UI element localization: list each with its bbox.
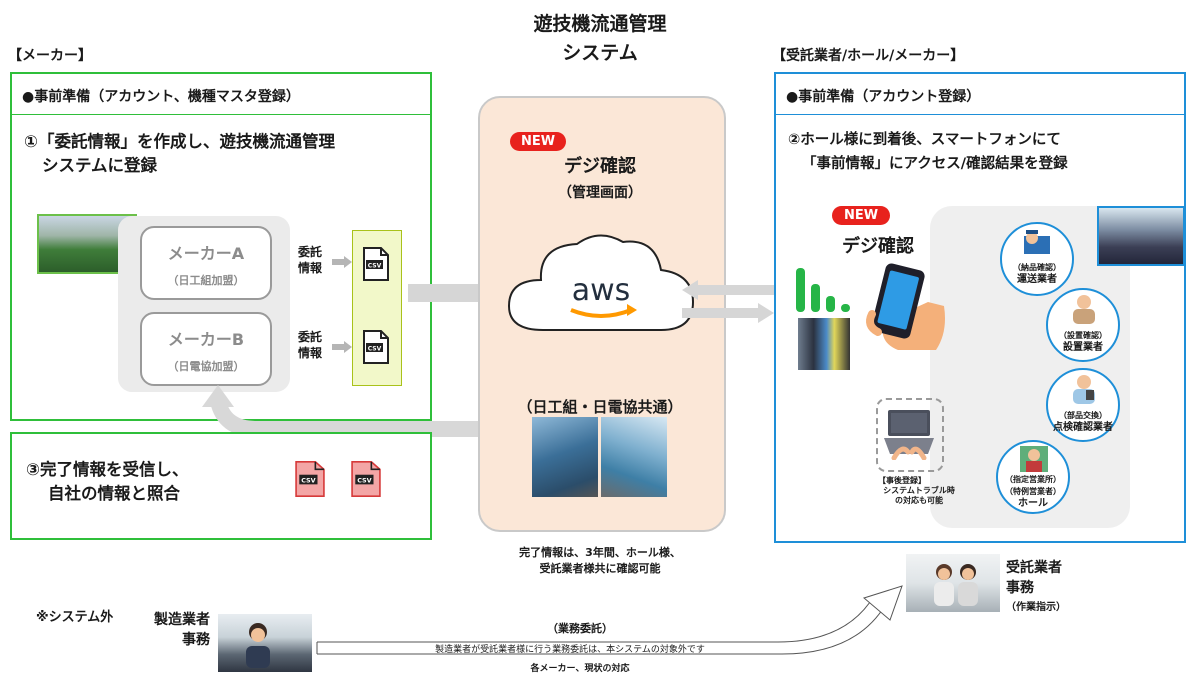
installer-worker-icon xyxy=(1073,295,1095,324)
contractor-office-line3: （作業指示） xyxy=(1006,602,1066,613)
itaku-a-line1: 委託 xyxy=(298,245,323,259)
role-carrier-name: 運送業者 xyxy=(1017,274,1057,285)
smartphone-icon[interactable] xyxy=(864,262,950,352)
contractor-divider xyxy=(776,114,1184,115)
csv-result-icon[interactable]: CSV xyxy=(295,460,325,498)
contractor-office-worker-icon xyxy=(934,564,978,606)
role-hall-sub1: （指定営業所） xyxy=(1005,475,1061,484)
hq-building-photo xyxy=(601,417,667,497)
step1-text: ①「委託情報」を作成し、遊技機流通管理 システムに登録 xyxy=(24,130,335,178)
return-arrow-icon xyxy=(202,385,496,437)
new-badge: NEW xyxy=(832,206,890,225)
role-carrier[interactable]: （納品確認） 運送業者 xyxy=(1000,222,1074,296)
role-hall-sub2: （特例営業者） xyxy=(1005,487,1061,496)
center-note-line2: 受託業者様共に確認可能 xyxy=(539,562,661,575)
maker-a-label: メーカーA xyxy=(167,244,245,263)
pachinko-machine-photo xyxy=(798,318,850,370)
upload-right-arrow-icon xyxy=(682,303,774,323)
role-hall-name: ホール xyxy=(1018,498,1048,509)
hall-photo xyxy=(1097,206,1185,266)
center-note: 完了情報は、3年間、ホール様、 受託業者様共に確認可能 xyxy=(470,545,730,577)
step1-line1: ①「委託情報」を作成し、遊技機流通管理 xyxy=(24,132,335,151)
maker-a-sub: （日工組加盟） xyxy=(167,274,245,287)
svg-text:CSV: CSV xyxy=(368,263,382,270)
new-badge: NEW xyxy=(510,132,566,151)
system-title-line2: システム xyxy=(562,42,638,64)
after-line3: の対応も可能 xyxy=(895,496,943,505)
aws-text: aws xyxy=(572,273,631,308)
maker-b-card[interactable]: メーカーB （日電協加盟） xyxy=(140,312,272,386)
after-registration-text: 【事後登録】 システムトラブル時 の対応も可能 xyxy=(866,476,972,506)
maker-office-line2: 事務 xyxy=(182,632,210,648)
outside-system-label: ※システム外 xyxy=(36,610,114,625)
csv-file-icon[interactable]: CSV xyxy=(362,247,390,281)
maker-header: 【メーカー】 xyxy=(8,48,92,64)
maker-office-label: 製造業者 事務 xyxy=(144,610,210,650)
signal-bars-icon xyxy=(796,268,850,312)
carrier-worker-icon xyxy=(1024,230,1050,254)
inspector-worker-icon xyxy=(1073,375,1095,404)
step2-line1: ②ホール様に到着後、スマートフォンにて xyxy=(788,132,1061,148)
role-installer-sub: （設置確認） xyxy=(1059,331,1107,340)
csv-file-icon[interactable]: CSV xyxy=(362,330,390,364)
center-app-sub: （管理画面） xyxy=(558,185,642,201)
maker-divider xyxy=(12,114,430,115)
csv-result-icon[interactable]: CSV xyxy=(351,460,381,498)
maker-office-line1: 製造業者 xyxy=(154,612,210,628)
step1-line2: システムに登録 xyxy=(42,156,158,175)
step2-text: ②ホール様に到着後、スマートフォンにて 「事前情報」にアクセス/確認結果を登録 xyxy=(788,128,1068,176)
step2-line2: 「事前情報」にアクセス/確認結果を登録 xyxy=(802,156,1068,172)
step3-line2: 自社の情報と照合 xyxy=(48,484,180,503)
center-app-name: デジ確認 xyxy=(564,156,636,177)
svg-text:CSV: CSV xyxy=(368,346,382,353)
outsourcing-text: 製造業者が受託業者様に行う業務委託は、本システムの対象外です xyxy=(435,645,705,655)
role-hall[interactable]: （指定営業所） （特例営業者） ホール xyxy=(996,440,1070,514)
svg-text:CSV: CSV xyxy=(357,477,371,485)
itaku-b-line2: 情報 xyxy=(298,346,323,360)
after-registration-box xyxy=(876,398,944,472)
arrow-a-icon xyxy=(332,256,352,268)
svg-text:CSV: CSV xyxy=(301,477,315,485)
contractor-prep: ●事前準備（アカウント登録） xyxy=(786,89,981,105)
outsourcing-title: （業務委託） xyxy=(547,622,613,635)
laptop-icon xyxy=(884,410,934,460)
contractor-office-line1: 受託業者 xyxy=(1006,560,1062,576)
role-inspector[interactable]: （部品交換） 点検確認業者 xyxy=(1046,368,1120,442)
center-common-label: （日工組・日電協共通） xyxy=(517,398,683,416)
hall-worker-icon xyxy=(1020,446,1048,472)
right-app-name: デジ確認 xyxy=(842,236,914,257)
itaku-a-line2: 情報 xyxy=(298,261,323,275)
itaku-label-b: 委託 情報 xyxy=(298,329,322,361)
system-title: 遊技機流通管理 システム xyxy=(490,10,710,68)
contractor-office-line2: 事務 xyxy=(1006,580,1034,596)
outsourcing-arrow-icon xyxy=(316,585,903,655)
hq-building-photo xyxy=(532,417,598,497)
itaku-b-line1: 委託 xyxy=(298,330,323,344)
contractor-office-label: 受託業者 事務 （作業指示） xyxy=(1006,558,1066,618)
role-installer-name: 設置業者 xyxy=(1063,342,1103,353)
maker-b-sub: （日電協加盟） xyxy=(167,360,245,373)
role-carrier-sub: （納品確認） xyxy=(1013,263,1061,272)
itaku-label-a: 委託 情報 xyxy=(298,244,322,276)
step3-line1: ③完了情報を受信し、 xyxy=(26,460,189,479)
contractor-header: 【受託業者/ホール/メーカー】 xyxy=(772,48,965,64)
role-inspector-name: 点検確認業者 xyxy=(1053,422,1113,433)
role-inspector-sub: （部品交換） xyxy=(1059,411,1107,420)
system-title-line1: 遊技機流通管理 xyxy=(533,13,667,35)
after-line2: システムトラブル時 xyxy=(883,486,955,495)
step3-text: ③完了情報を受信し、 自社の情報と照合 xyxy=(26,458,188,506)
role-installer[interactable]: （設置確認） 設置業者 xyxy=(1046,288,1120,362)
maker-a-card[interactable]: メーカーA （日工組加盟） xyxy=(140,226,272,300)
arrow-b-icon xyxy=(332,341,352,353)
after-line1: 【事後登録】 xyxy=(878,476,926,485)
maker-prep: ●事前準備（アカウント、機種マスタ登録） xyxy=(22,89,300,105)
outsourcing-below: 各メーカー、現状の対応 xyxy=(530,664,630,674)
download-arrow-icon xyxy=(682,280,774,300)
center-note-line1: 完了情報は、3年間、ホール様、 xyxy=(519,546,681,559)
maker-b-label: メーカーB xyxy=(167,330,245,349)
maker-office-worker-icon xyxy=(246,623,270,668)
aws-cloud-icon: aws xyxy=(507,234,695,331)
